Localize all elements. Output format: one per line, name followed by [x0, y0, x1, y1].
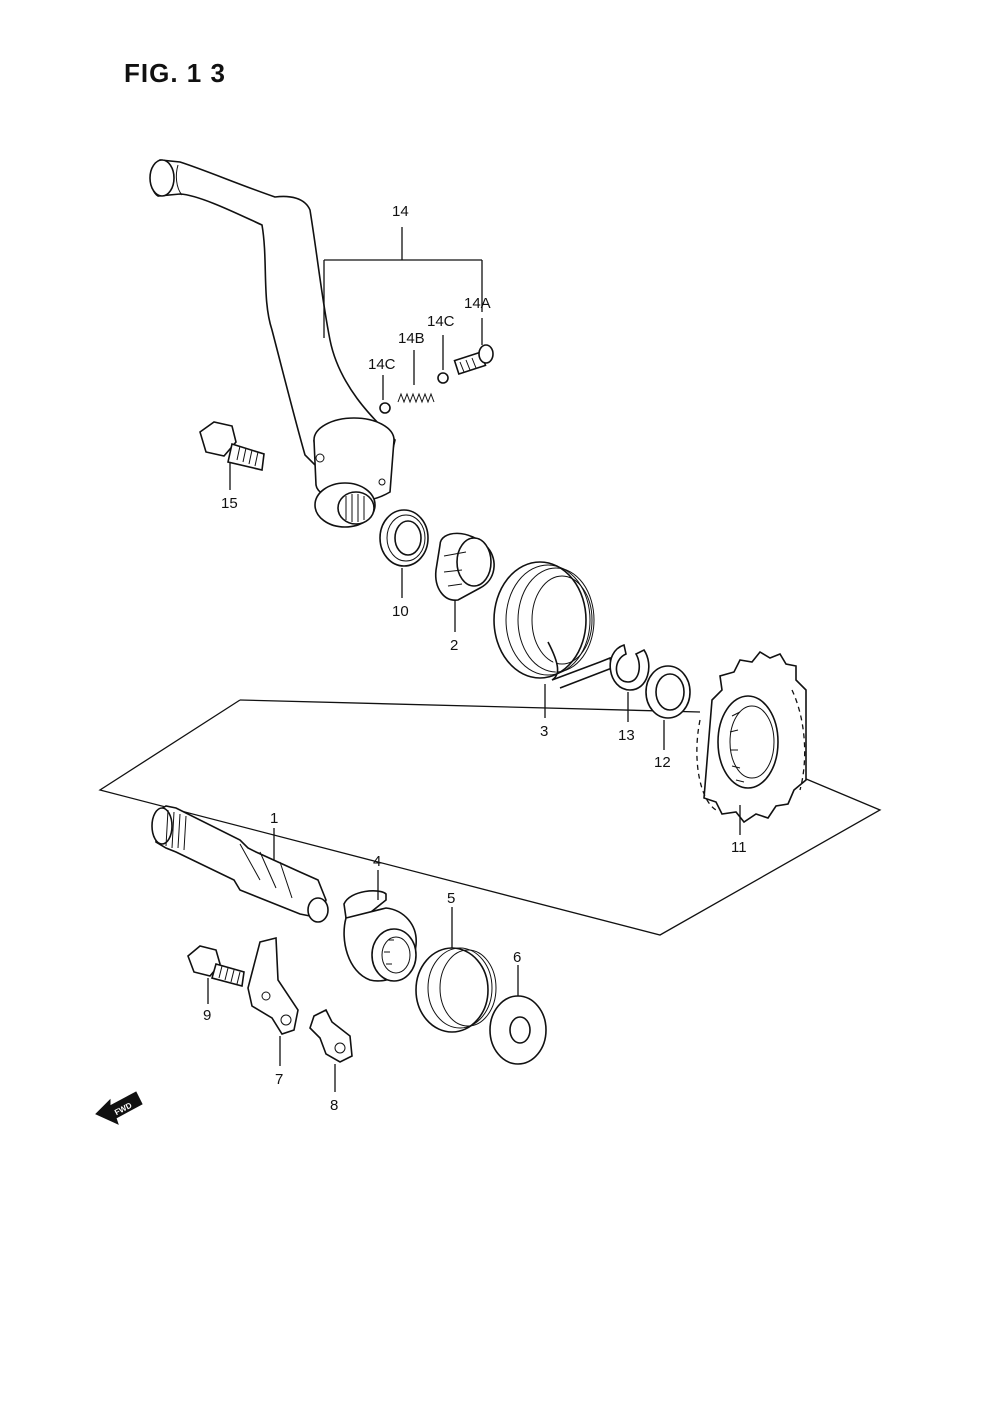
label-6: 6	[513, 949, 521, 966]
shaft-1	[151, 805, 329, 923]
label-8: 8	[330, 1097, 338, 1114]
gear-11	[696, 650, 807, 824]
label-2: 2	[450, 637, 458, 654]
bolt-14a	[453, 344, 494, 375]
fwd-arrow-icon	[95, 1091, 143, 1125]
label-10: 10	[392, 603, 409, 620]
ratchet-4	[343, 890, 417, 982]
bolt-9	[187, 945, 245, 988]
label-4: 4	[373, 853, 381, 870]
spring-14b	[397, 392, 435, 404]
kick-lever	[149, 159, 396, 528]
label-13: 13	[618, 727, 635, 744]
circlip-13	[609, 643, 650, 691]
stopper-8	[309, 1008, 353, 1063]
bushing-2	[434, 532, 495, 601]
label-9: 9	[203, 1007, 211, 1024]
spring-5	[415, 947, 497, 1033]
washer-12	[645, 665, 691, 719]
washer-6	[489, 995, 547, 1065]
figure-title: FIG. 1 3	[124, 58, 226, 88]
label-1: 1	[270, 810, 278, 827]
label-5: 5	[447, 890, 455, 907]
label-15: 15	[221, 495, 238, 512]
label-7: 7	[275, 1071, 283, 1088]
label-14c-left: 14C	[368, 356, 396, 373]
assembly-outline	[98, 699, 882, 936]
label-14c-right: 14C	[427, 313, 455, 330]
label-14b: 14B	[398, 330, 425, 347]
plate-7	[247, 936, 299, 1035]
label-3: 3	[540, 723, 548, 740]
ball-14c-left	[379, 402, 391, 414]
seal-10	[379, 509, 429, 567]
label-12: 12	[654, 754, 671, 771]
ball-14c-right	[437, 372, 449, 384]
bolt-15	[199, 421, 265, 471]
spring-3	[493, 561, 613, 689]
label-14: 14	[392, 203, 409, 220]
label-14a: 14A	[464, 295, 491, 312]
assembly-outline-connector	[239, 699, 701, 713]
label-11: 11	[731, 839, 747, 856]
